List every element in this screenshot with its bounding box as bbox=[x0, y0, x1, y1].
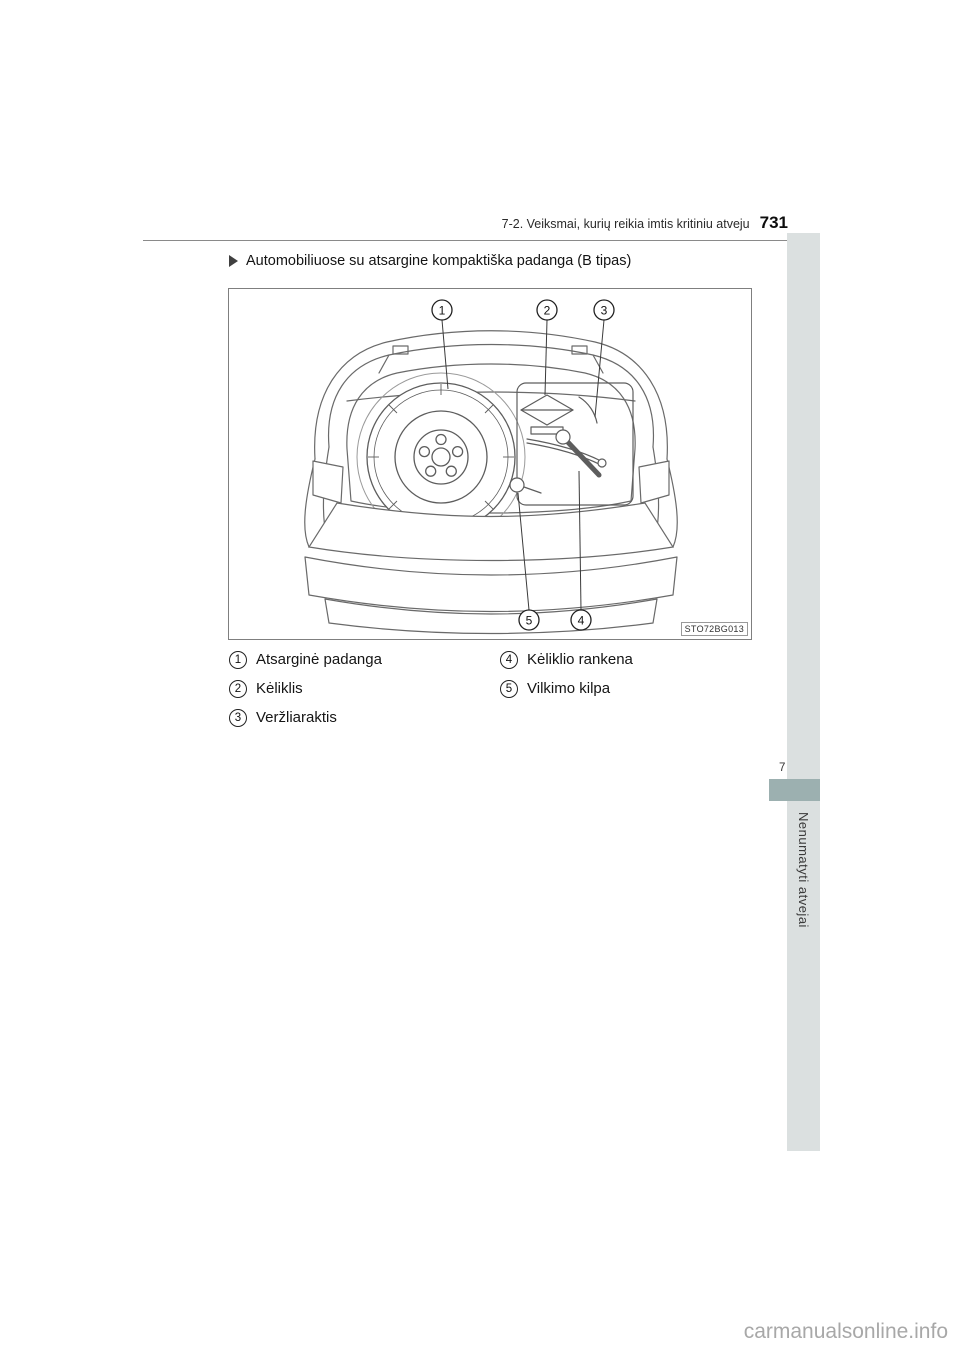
callout-3-number: 3 bbox=[601, 304, 608, 318]
callout-number-badge: 4 bbox=[500, 650, 518, 669]
legend-label: Veržliaraktis bbox=[256, 709, 337, 726]
callout-leaders bbox=[441, 319, 605, 611]
callout-number-badge: 2 bbox=[229, 679, 247, 698]
section-title: Automobiliuose su atsargine kompaktiška … bbox=[246, 253, 632, 269]
header-divider bbox=[143, 240, 788, 241]
spare-tire bbox=[366, 382, 516, 532]
callout-number-badge: 1 bbox=[229, 650, 247, 669]
legend-label: Kėliklis bbox=[256, 680, 303, 697]
callout-1: 1 bbox=[431, 299, 453, 321]
legend-item: 5 Vilkimo kilpa bbox=[500, 674, 633, 703]
triangle-bullet-icon bbox=[229, 255, 238, 267]
figure-code: STO72BG013 bbox=[680, 622, 748, 636]
legend-label: Atsarginė padanga bbox=[256, 651, 382, 668]
chapter-tab bbox=[769, 779, 820, 801]
page-header: 7-2. Veiksmai, kurių reikia imtis kritin… bbox=[143, 213, 788, 233]
callout-1-number: 1 bbox=[439, 304, 446, 318]
chapter-sidebar-strip bbox=[787, 233, 820, 1151]
car-body-outline bbox=[304, 330, 678, 548]
watermark: carmanualsonline.info bbox=[743, 1320, 948, 1343]
tail-lights bbox=[312, 460, 670, 504]
legend-item: 1 Atsarginė padanga bbox=[229, 645, 382, 674]
legend-item: 4 Kėliklio rankena bbox=[500, 645, 633, 674]
legend-item: 3 Veržliaraktis bbox=[229, 703, 382, 732]
callout-3: 3 bbox=[593, 299, 615, 321]
legend-label: Kėliklio rankena bbox=[527, 651, 633, 668]
lower-body-panel bbox=[308, 502, 674, 562]
legend-label: Vilkimo kilpa bbox=[527, 680, 611, 697]
legend-item: 2 Kėliklis bbox=[229, 674, 382, 703]
callout-number-badge: 3 bbox=[229, 708, 247, 727]
callout-4-number: 4 bbox=[578, 614, 585, 628]
callout-4: 4 bbox=[570, 609, 592, 631]
chapter-title: Nenumatyti atvejai bbox=[796, 812, 811, 928]
callout-5-number: 5 bbox=[526, 614, 533, 628]
section-breadcrumb: 7-2. Veiksmai, kurių reikia imtis kritin… bbox=[501, 217, 750, 231]
callout-markers: 1 2 3 5 4 bbox=[431, 299, 615, 631]
callout-5: 5 bbox=[518, 609, 540, 631]
page-number: 731 bbox=[759, 213, 788, 232]
callout-number-badge: 5 bbox=[500, 679, 518, 698]
bumper bbox=[304, 556, 678, 635]
callout-2-number: 2 bbox=[544, 304, 551, 318]
figure-illustration: 1 2 3 5 4 bbox=[304, 299, 678, 635]
legend-left-column: 1 Atsarginė padanga 2 Kėliklis 3 Veržlia… bbox=[229, 645, 382, 732]
legend-right-column: 4 Kėliklio rankena 5 Vilkimo kilpa bbox=[500, 645, 633, 703]
tool-tray bbox=[509, 382, 634, 506]
callout-2: 2 bbox=[536, 299, 558, 321]
chapter-number: 7 bbox=[779, 762, 786, 774]
section-title-row: Automobiliuose su atsargine kompaktiška … bbox=[229, 253, 631, 269]
figure-box: 1 2 3 5 4 STO72BG01 bbox=[228, 288, 752, 640]
